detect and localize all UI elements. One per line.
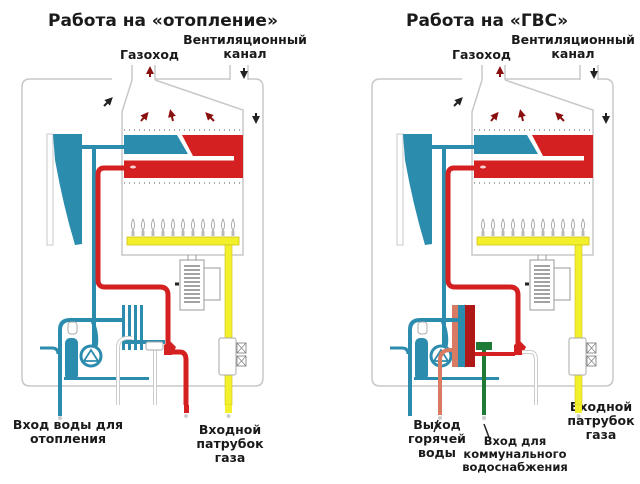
- caption-line: Входной: [198, 422, 262, 437]
- caption-line: Вход для: [483, 434, 547, 448]
- caption-gas-inlet: Входной патрубок газа: [562, 400, 640, 442]
- panel-title-heating: Работа на «отопление»: [48, 11, 278, 31]
- vent-label-line2: канал: [223, 46, 267, 61]
- panel-title-dhw: Работа на «ГВС»: [406, 11, 569, 31]
- flue-label: Газоход: [452, 47, 511, 62]
- vent-channel-label: Вентиляционный канал: [180, 33, 310, 61]
- caption-heating-water-in: Вход воды для отопления: [8, 418, 128, 446]
- caption-line: газа: [214, 450, 246, 465]
- caption-mains-water-in: Вход для коммунального водоснабжения: [455, 435, 575, 474]
- caption-line: коммунального: [463, 446, 567, 461]
- caption-line: водоснабжения: [462, 459, 568, 474]
- caption-line: газа: [585, 427, 617, 442]
- caption-line: патрубок: [196, 436, 264, 451]
- vent-label-line1: Вентиляционный: [183, 32, 307, 47]
- vent-label-line1: Вентиляционный: [511, 32, 635, 47]
- caption-line: отопления: [29, 431, 107, 446]
- caption-gas-inlet: Входной патрубок газа: [190, 423, 270, 465]
- caption-line: горячей: [408, 431, 466, 446]
- caption-line: патрубок: [567, 413, 635, 428]
- vent-channel-label: Вентиляционный канал: [508, 33, 638, 61]
- flue-label: Газоход: [120, 47, 179, 62]
- caption-line: Входной: [569, 399, 633, 414]
- vent-label-line2: канал: [551, 46, 595, 61]
- caption-line: воды: [418, 445, 456, 460]
- caption-line: Вход воды для: [12, 417, 124, 432]
- dhw-mode-diagram: [372, 65, 613, 441]
- heating-mode-diagram: [22, 65, 263, 420]
